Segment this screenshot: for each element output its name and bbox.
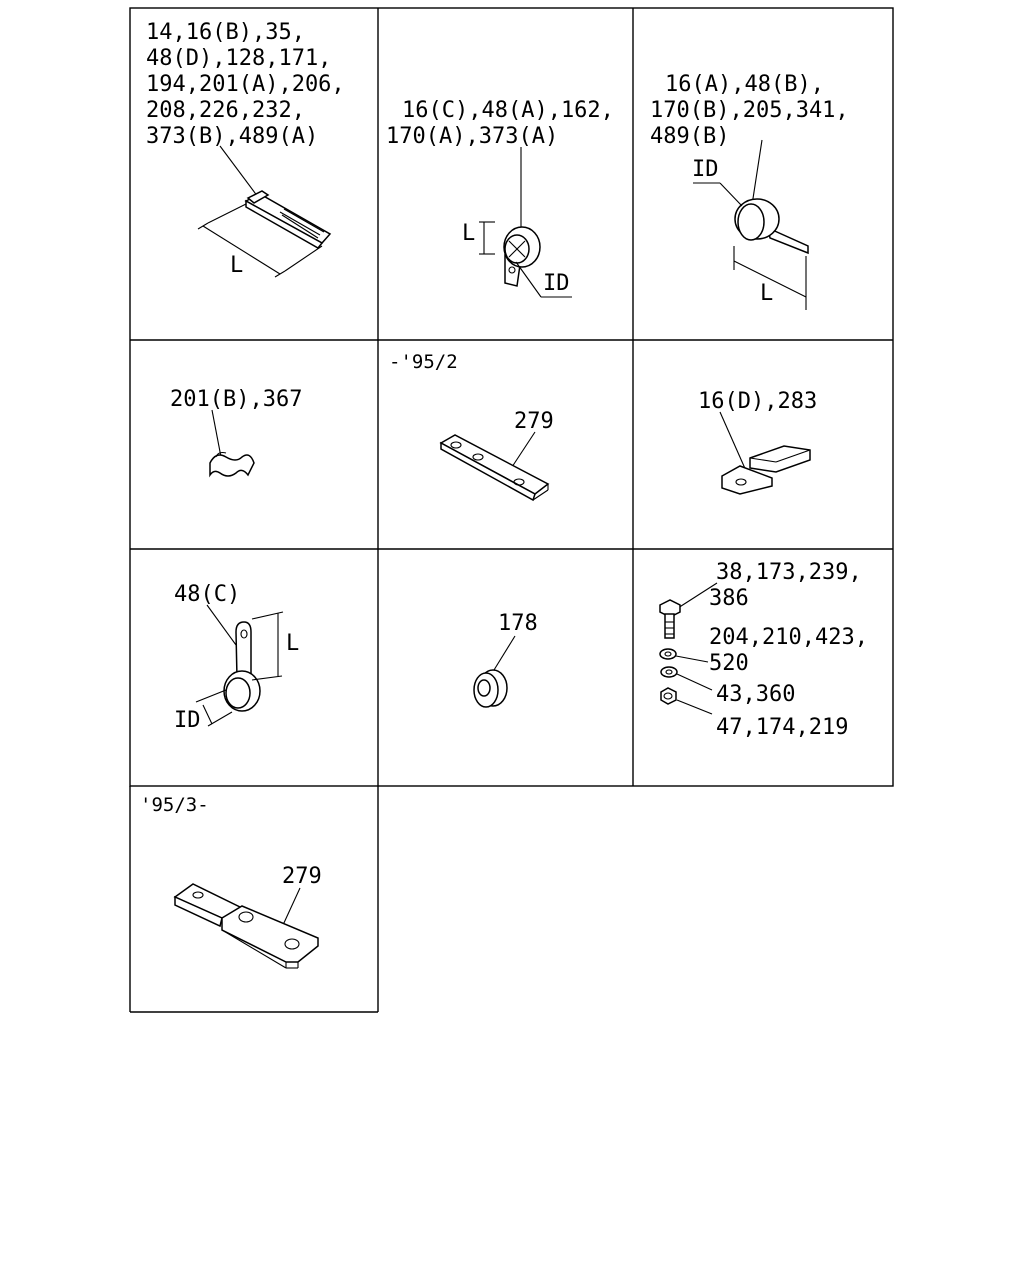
leader-line: [719, 411, 748, 474]
dimension-line: [733, 260, 807, 298]
part-numbers-line: 208,226,232,: [146, 98, 305, 123]
dimension-line: [202, 225, 281, 275]
bolt-icon: [659, 599, 681, 639]
part-numbers-line: 201(B),367: [170, 387, 302, 412]
part-numbers-line: 48(C): [174, 582, 240, 607]
dimension-label-id: ID: [692, 157, 719, 182]
part-numbers-line: 16(C),48(A),162,: [402, 98, 614, 123]
part-numbers-line: 178: [498, 611, 538, 636]
model-year-note: -'95/2: [389, 351, 458, 373]
washer-part-numbers: 520: [709, 651, 749, 676]
model-year-note: '95/3-: [140, 794, 209, 816]
leader-line: [676, 673, 713, 691]
leader-line: [675, 655, 709, 663]
spring-washer-part-numbers: 43,360: [716, 682, 795, 707]
leader-line: [493, 635, 516, 671]
part-numbers-line: 170(B),205,341,: [650, 98, 849, 123]
leader-line: [509, 431, 536, 471]
cell-fasteners: 38,173,239, 386 204,210,423, 520 43,360 …: [659, 560, 868, 740]
leader-line: [719, 182, 743, 207]
bracket-plate-icon: [439, 434, 550, 502]
dimension-label-l: L: [760, 281, 773, 306]
bolt-part-numbers: 386: [709, 586, 749, 611]
cell-bracket-pad: 16(D),283: [698, 389, 817, 495]
part-numbers-line: 48(D),128,171,: [146, 46, 331, 71]
part-numbers-line: 194,201(A),206,: [146, 72, 345, 97]
spring-washer-icon: [660, 666, 678, 678]
nut-part-numbers: 47,174,219: [716, 715, 848, 740]
part-numbers-line: 16(D),283: [698, 389, 817, 414]
cell-loop-clamp: 16(A),48(B), 170(B),205,341, 489(B) ID L: [650, 72, 849, 310]
leader-line: [211, 409, 222, 458]
part-numbers-line: 16(A),48(B),: [665, 72, 824, 97]
dimension-label-l: L: [462, 221, 475, 246]
cell-loop-clamp-upright: 48(C) L ID: [174, 582, 299, 733]
part-numbers-line: 279: [514, 409, 554, 434]
leader-line: [676, 699, 713, 715]
washer-part-numbers: 204,210,423,: [709, 625, 868, 650]
bracket-pad-icon: [721, 445, 811, 495]
dimension-label-l: L: [286, 631, 299, 656]
table-grid: [129, 7, 894, 1013]
cell-bracket-plate-late: '95/3- 279: [140, 794, 322, 969]
cable-tie-icon: [244, 190, 332, 249]
dimension-label-l: L: [230, 253, 243, 278]
clip-icon: [209, 451, 255, 478]
flat-washer-icon: [659, 648, 677, 660]
grommet-icon: [473, 669, 508, 708]
leader-line: [206, 604, 237, 646]
cell-bracket-plate-early: -'95/2 279: [389, 351, 554, 502]
part-numbers-line: 279: [282, 864, 322, 889]
loop-clamp-icon: [734, 198, 809, 255]
cell-small-clip: 201(B),367: [170, 387, 302, 478]
loop-clamp-upright-icon: [223, 621, 261, 712]
p-clip-icon: [503, 226, 541, 287]
dimension-line: [202, 704, 213, 725]
offset-bracket-plate-icon: [173, 883, 319, 969]
cell-grommet: 178: [473, 611, 538, 708]
dimension-label-id: ID: [543, 271, 570, 296]
cell-p-clip: 16(C),48(A),162, 170(A),373(A) L ID: [386, 98, 614, 298]
leader-line: [515, 261, 542, 298]
leader-line: [677, 582, 718, 609]
nut-icon: [660, 687, 677, 705]
bolt-part-numbers: 38,173,239,: [716, 560, 862, 585]
cell-cable-tie: 14,16(B),35, 48(D),128,171, 194,201(A),2…: [146, 20, 345, 278]
part-numbers-line: 170(A),373(A): [386, 124, 558, 149]
part-numbers-line: 489(B): [650, 124, 729, 149]
leader-line: [751, 139, 763, 206]
part-numbers-line: 14,16(B),35,: [146, 20, 305, 45]
dimension-label-id: ID: [174, 708, 201, 733]
leader-line: [282, 887, 301, 926]
part-numbers-line: 373(B),489(A): [146, 124, 318, 149]
leader-line: [219, 145, 259, 198]
